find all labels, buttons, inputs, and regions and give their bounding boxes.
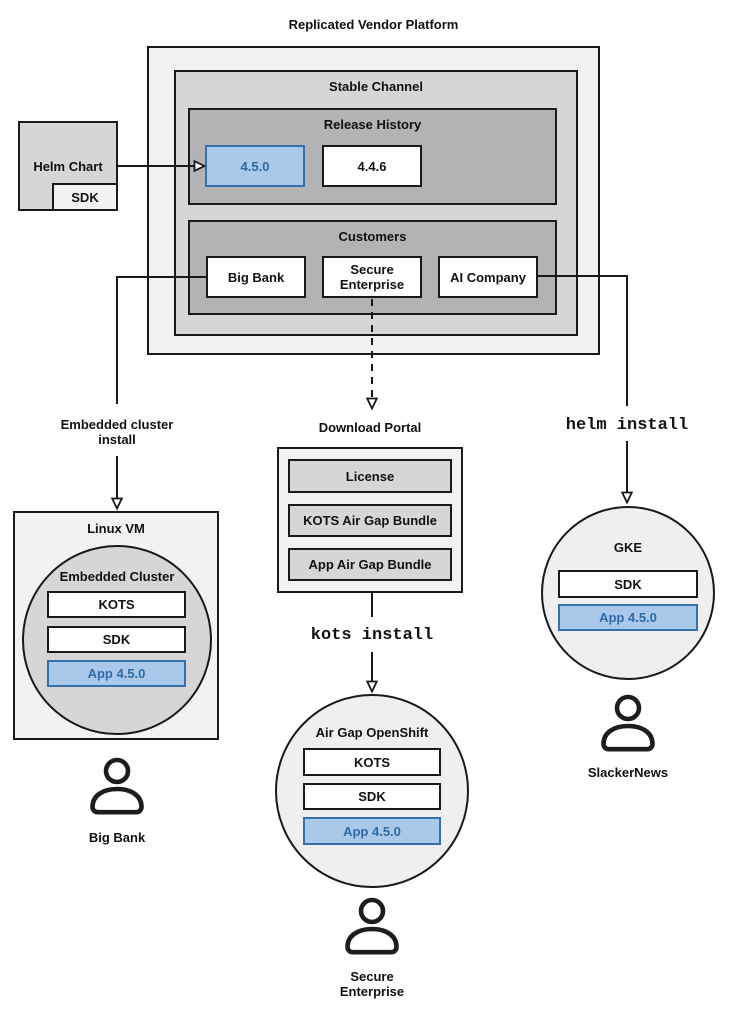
embedded-cluster-sdk-box: SDK [47,626,186,653]
arrowhead-gke [620,491,634,505]
release-box-450: 4.5.0 [205,145,305,187]
user-slackernews [601,694,655,757]
linux-vm-title: Linux VM [87,521,145,536]
gke-sdk-box: SDK [558,570,698,598]
customer-box-ai-company: AI Company [438,256,538,298]
arrowhead-linux-vm [110,497,124,511]
customer-box-big-bank: Big Bank [206,256,306,298]
arrowhead-openshift [365,680,379,694]
gke-title: GKE [613,540,643,555]
stable-channel-title: Stable Channel [329,79,423,94]
user-icon [601,694,655,752]
arrowhead-download-portal [365,397,379,411]
helm-sdk-box: SDK [52,183,118,211]
openshift-app-box: App 4.5.0 [303,817,441,845]
helm-chart-title: Helm Chart [33,159,103,174]
openshift-sdk-box: SDK [303,783,441,810]
diagram-title: Replicated Vendor Platform [288,17,459,32]
customer-box-secure-enterprise: Secure Enterprise [322,256,422,298]
slackernews-user-label: SlackerNews [587,765,669,780]
embedded-install-label: Embedded cluster install [60,417,174,447]
user-icon [345,897,399,955]
download-portal-title: Download Portal [318,420,422,435]
embedded-cluster-title: Embedded Cluster [59,569,175,584]
portal-license-box: License [288,459,452,493]
openshift-title: Air Gap OpenShift [315,725,429,740]
portal-kots-bundle-box: KOTS Air Gap Bundle [288,504,452,537]
customers-title: Customers [338,229,407,244]
kots-install-label: kots install [310,626,434,645]
release-box-446: 4.4.6 [322,145,422,187]
user-icon [90,757,144,815]
helm-install-label: helm install [565,416,689,435]
user-big-bank [90,757,144,820]
big-bank-user-label: Big Bank [88,830,146,845]
embedded-cluster-app-box: App 4.5.0 [47,660,186,687]
embedded-cluster-kots-box: KOTS [47,591,186,618]
portal-app-bundle-box: App Air Gap Bundle [288,548,452,581]
gke-app-box: App 4.5.0 [558,604,698,631]
openshift-kots-box: KOTS [303,748,441,776]
secure-enterprise-user-label: Secure Enterprise [339,969,405,999]
release-history-title: Release History [323,117,422,132]
user-secure-enterprise [345,897,399,960]
